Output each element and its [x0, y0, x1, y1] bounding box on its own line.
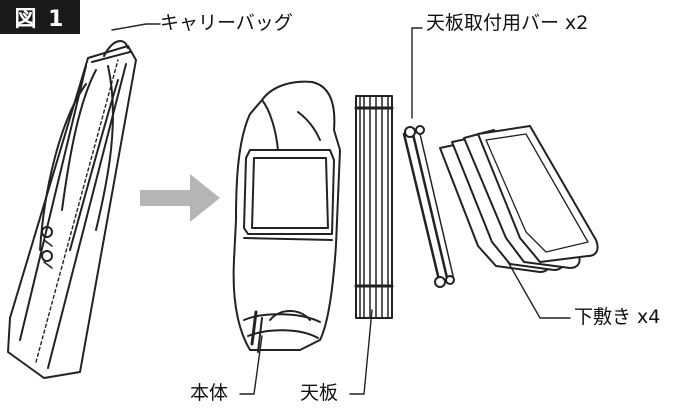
- carry-bag-label: キャリーバッグ: [160, 12, 293, 34]
- leader-lines: [111, 23, 571, 395]
- figure-number-badge: 図 1: [0, 0, 80, 34]
- table-top-illustration: [354, 95, 394, 319]
- main-body-illustration: [232, 80, 341, 353]
- mat-illustration: [439, 125, 599, 273]
- right-arrow-icon: [140, 174, 220, 222]
- carry-bag-illustration: [7, 40, 137, 379]
- table-top-label: 天板: [300, 382, 339, 404]
- table-bar-illustration: [402, 125, 455, 288]
- mat-label: 下敷き x4: [574, 306, 661, 328]
- main-body-label: 本体: [190, 382, 229, 404]
- table-bar-label: 天板取付用バー x2: [426, 12, 589, 34]
